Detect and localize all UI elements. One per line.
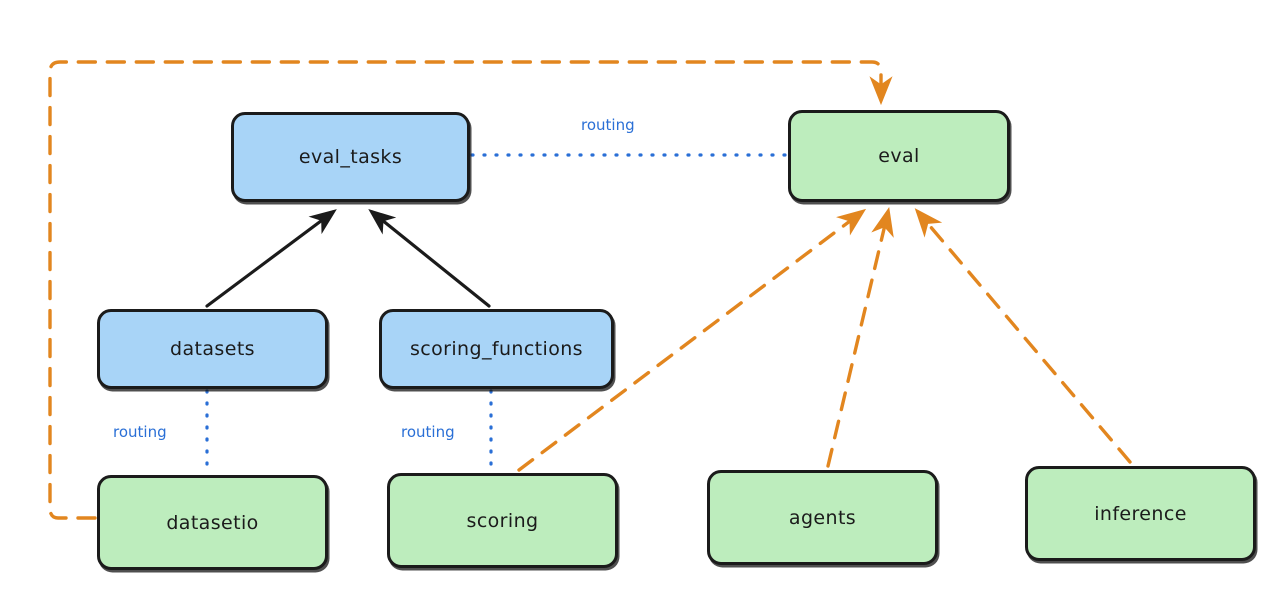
edge-agents-to-eval [826,207,894,468]
node-agents[interactable]: agents [707,470,938,565]
node-label-eval: eval [878,145,920,167]
edge-label-routing-scoring-functions-scoring: routing [398,423,458,441]
node-scoring[interactable]: scoring [387,473,618,568]
edge-scoring_functions-to-eval_tasks [368,208,491,308]
node-datasets[interactable]: datasets [97,309,328,389]
edge-datasets-to-eval_tasks [205,209,337,308]
edge-label-routing-eval-tasks-eval: routing [578,116,638,134]
node-label-datasets: datasets [170,338,255,360]
node-label-datasetio: datasetio [166,511,259,534]
node-scoring-functions[interactable]: scoring_functions [379,309,614,389]
node-eval-tasks[interactable]: eval_tasks [231,112,470,202]
node-label-scoring-functions: scoring_functions [410,338,583,360]
node-inference[interactable]: inference [1025,466,1256,561]
edge-inference-to-eval [914,208,1132,464]
node-label-agents: agents [788,506,857,529]
edge-label-routing-datasets-datasetio: routing [110,423,170,441]
node-eval[interactable]: eval [788,110,1010,202]
node-label-scoring: scoring [466,509,539,532]
node-label-eval-tasks: eval_tasks [298,146,403,168]
node-label-inference: inference [1094,502,1187,525]
node-datasetio[interactable]: datasetio [97,475,328,570]
